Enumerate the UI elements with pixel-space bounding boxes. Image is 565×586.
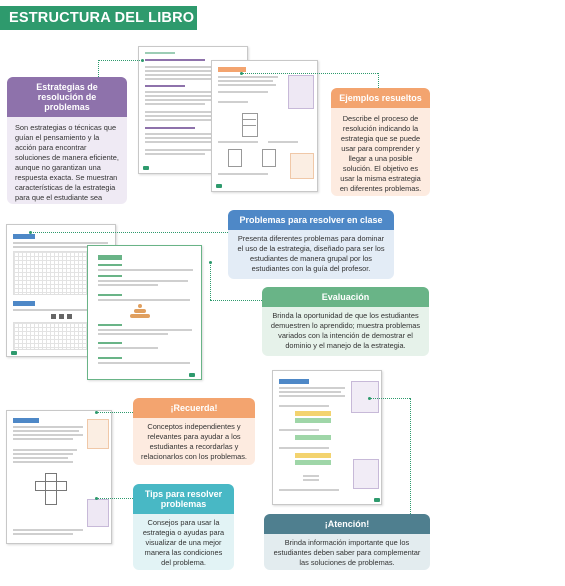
page-title: ESTRUCTURA DEL LIBRO	[0, 6, 197, 30]
sample-page-examples	[211, 60, 318, 192]
card-tips: Tips para resolver problemas Consejos pa…	[133, 484, 234, 570]
card-evaluacion-body: Brinda la oportunidad de que los estudia…	[270, 311, 421, 350]
connector-dot	[240, 72, 243, 75]
card-recuerda-body: Conceptos independientes y relevantes pa…	[141, 422, 247, 461]
card-ejemplos-title: Ejemplos resueltos	[331, 88, 430, 108]
connector-dot	[368, 397, 371, 400]
connector-dot	[209, 261, 212, 264]
card-tips-body: Consejos para usar la estrategia o ayuda…	[142, 518, 225, 567]
card-problemas-body: Presenta diferentes problemas para domin…	[237, 234, 385, 273]
card-tips-title: Tips para resolver problemas	[133, 484, 234, 514]
connector-dot	[95, 411, 98, 414]
card-atencion-title: ¡Atención!	[264, 514, 430, 534]
sample-page-evaluation	[87, 245, 202, 380]
card-recuerda: ¡Recuerda! Conceptos independientes y re…	[133, 398, 255, 465]
connector-estrategias	[98, 60, 99, 77]
connector-ejemplos-v	[378, 73, 379, 88]
card-evaluacion-title: Evaluación	[262, 287, 429, 307]
connector-evaluacion-h	[210, 300, 262, 301]
sample-page-attention	[272, 370, 382, 505]
sample-page-reminders	[6, 410, 112, 544]
connector-dot	[141, 59, 144, 62]
connector-problemas	[30, 232, 228, 233]
connector-evaluacion	[210, 262, 211, 300]
card-estrategias-body: Son estrategias o técnicas que guían el …	[15, 123, 119, 204]
card-problemas-title: Problemas para resolver en clase	[228, 210, 394, 230]
connector-atencion	[370, 398, 410, 399]
card-estrategias: Estrategias de resolución de problemas S…	[7, 77, 127, 204]
card-evaluacion: Evaluación Brinda la oportunidad de que …	[262, 287, 429, 356]
connector-ejemplos	[242, 73, 378, 74]
card-problemas: Problemas para resolver en clase Present…	[228, 210, 394, 279]
connector-estrategias-h	[98, 60, 142, 61]
connector-dot	[29, 231, 32, 234]
card-ejemplos: Ejemplos resueltos Describe el proceso d…	[331, 88, 430, 196]
card-recuerda-title: ¡Recuerda!	[133, 398, 255, 418]
card-atencion: ¡Atención! Brinda información importante…	[264, 514, 430, 570]
card-atencion-body: Brinda información importante que los es…	[273, 538, 421, 567]
connector-atencion-v	[410, 398, 411, 514]
connector-tips	[96, 498, 133, 499]
card-ejemplos-body: Describe el proceso de resolución indica…	[339, 114, 422, 193]
card-estrategias-title: Estrategias de resolución de problemas	[7, 77, 127, 117]
connector-recuerda	[96, 412, 133, 413]
connector-dot	[95, 497, 98, 500]
